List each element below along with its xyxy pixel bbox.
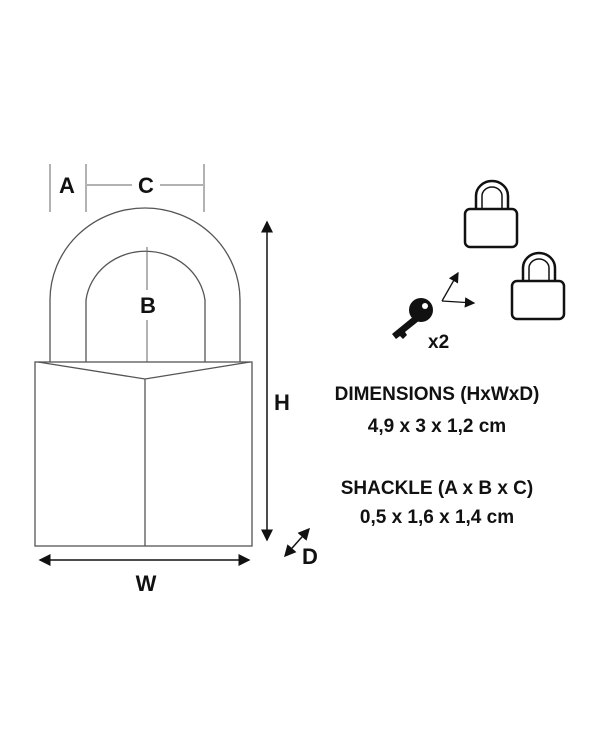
depth-arrow <box>284 527 310 558</box>
shackle-outer <box>49 207 241 362</box>
label-w: W <box>136 571 157 596</box>
label-a: A <box>59 173 75 198</box>
padlock-drawing <box>34 207 253 547</box>
arrow-icon <box>441 297 476 308</box>
key-icon <box>392 298 433 339</box>
body-bevel <box>37 361 251 546</box>
shackle-title: SHACKLE (A x B x C) <box>341 478 533 499</box>
key-count: x2 <box>428 332 449 353</box>
label-b: B <box>140 293 156 318</box>
label-c: C <box>138 173 154 198</box>
arrow-icon <box>441 271 459 302</box>
padlock-icon <box>463 179 519 249</box>
shackle-value: 0,5 x 1,6 x 1,4 cm <box>360 507 514 528</box>
dimensions-value: 4,9 x 3 x 1,2 cm <box>368 416 506 437</box>
shackle-inner <box>85 250 206 362</box>
padlock-body <box>34 361 253 547</box>
dimensions-title: DIMENSIONS (HxWxD) <box>335 384 540 405</box>
label-h: H <box>274 390 290 415</box>
padlock-icon <box>510 251 566 321</box>
label-d: D <box>302 544 318 569</box>
